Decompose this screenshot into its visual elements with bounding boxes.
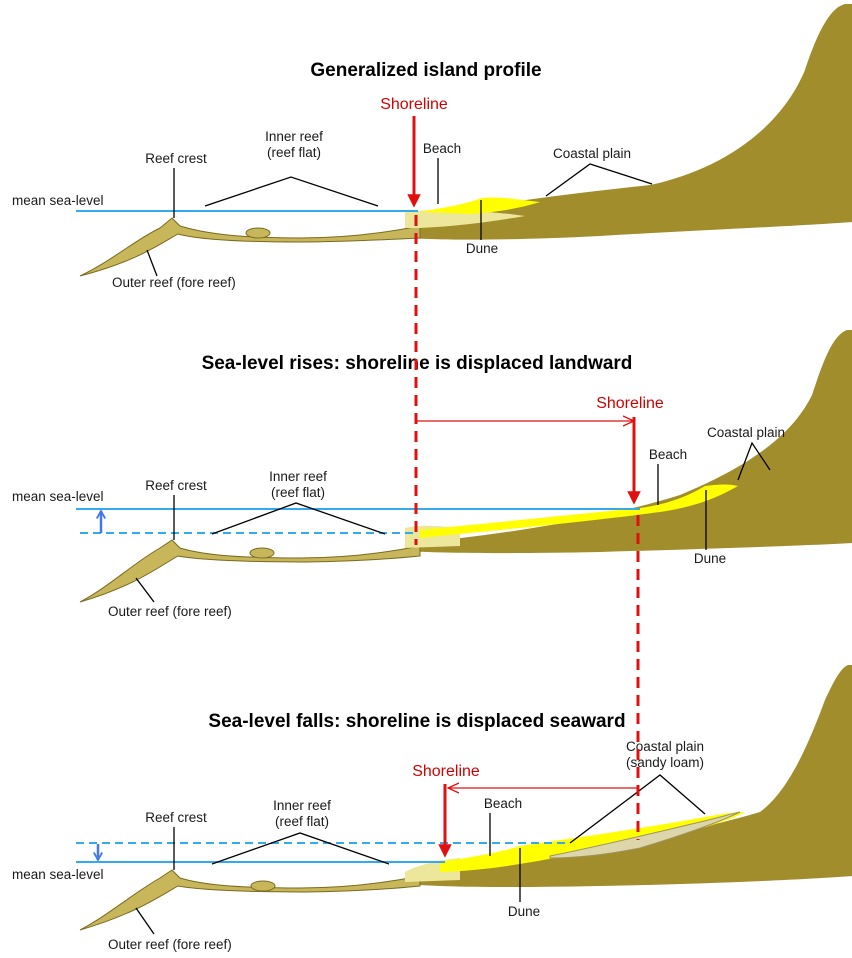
panel2-coastal-plain-label: Coastal plain xyxy=(707,425,785,440)
panel1-inner-reef-pointer xyxy=(205,177,378,206)
panel2-reef-crest-label: Reef crest xyxy=(145,478,207,493)
panel2-dune-label: Dune xyxy=(694,551,726,566)
panel2-outer-reef-pointer xyxy=(136,578,154,602)
panel1-shoreline-label: Shoreline xyxy=(380,96,448,113)
panel3-dune-label: Dune xyxy=(508,904,540,919)
panel3-outer-reef-label: Outer reef (fore reef) xyxy=(108,937,232,952)
panel1-reef-crest-label: Reef crest xyxy=(145,151,207,166)
panel3-sea-level-label: mean sea-level xyxy=(12,867,104,882)
panel3-title: Sea-level falls: shoreline is displaced … xyxy=(208,711,625,732)
panel2-coral-head xyxy=(250,548,274,558)
panel-sea-level-rises: Sea-level rises: shoreline is displaced … xyxy=(12,330,852,619)
panel3-beach-label: Beach xyxy=(484,796,522,811)
panel1-beach-label: Beach xyxy=(423,141,461,156)
panel2-shoreline-label: Shoreline xyxy=(596,395,664,412)
panel3-reef-flat-label: (reef flat) xyxy=(275,814,329,829)
panel1-inner-reef-label: Inner reef xyxy=(265,129,323,144)
panel3-shoreline-label: Shoreline xyxy=(412,763,480,780)
panel3-inner-reef-pointer xyxy=(212,833,389,864)
panel-sea-level-falls: Sea-level falls: shoreline is displaced … xyxy=(12,665,852,952)
panel2-beach-label: Beach xyxy=(649,447,687,462)
panel1-title: Generalized island profile xyxy=(310,60,541,81)
panel3-outer-reef-pointer xyxy=(136,908,154,934)
panel1-reef xyxy=(80,218,420,276)
panel3-reef xyxy=(80,870,420,930)
panel1-outer-reef-label: Outer reef (fore reef) xyxy=(112,275,236,290)
panel3-inner-reef-label: Inner reef xyxy=(273,798,331,813)
panel2-outer-reef-label: Outer reef (fore reef) xyxy=(108,604,232,619)
panel1-reef-flat-label: (reef flat) xyxy=(267,145,321,160)
panel1-outer-reef-pointer xyxy=(147,250,157,276)
panel2-inner-reef-pointer xyxy=(212,503,385,534)
panel1-sea-level-label: mean sea-level xyxy=(12,193,104,208)
panel1-dune-label: Dune xyxy=(466,241,498,256)
panel2-reef-flat-label: (reef flat) xyxy=(271,485,325,500)
panel3-coral-head xyxy=(251,881,275,891)
panel3-reef-crest-label: Reef crest xyxy=(145,810,207,825)
panel2-reef xyxy=(80,540,420,602)
panel1-coastal-plain-label: Coastal plain xyxy=(553,146,631,161)
panel1-coral-head xyxy=(246,228,270,238)
panel2-sea-level-label: mean sea-level xyxy=(12,489,104,504)
panel2-inner-reef-label: Inner reef xyxy=(269,469,327,484)
panel-generalized-profile: Generalized island profile Shoreline mea… xyxy=(12,4,852,290)
